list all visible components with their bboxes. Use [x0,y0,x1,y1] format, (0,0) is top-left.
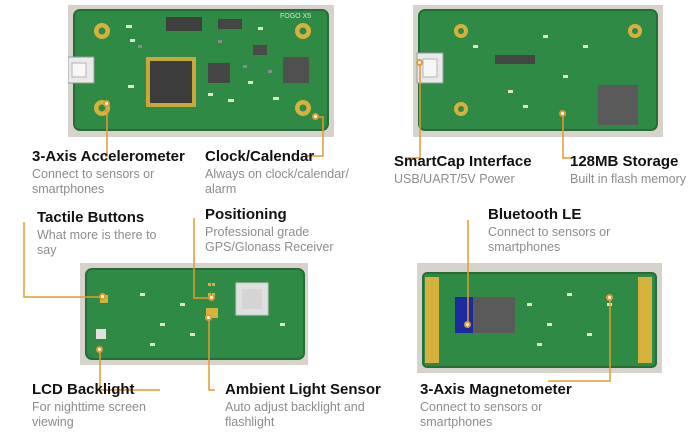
board-marking: FOGO X5 [280,13,312,20]
feature-title-positioning: Positioning [205,206,287,223]
leader-dot [205,314,212,321]
leader-dot [464,321,471,328]
feature-desc-bluetooth: Connect to sensors or smartphones [488,225,611,254]
feature-desc-storage: Built in flash memory [570,172,687,186]
feature-title-magnetometer: 3-Axis Magnetometer [420,381,572,398]
leader-dot [99,293,106,300]
leader-dot [416,59,423,66]
feature-title-ambient: Ambient Light Sensor [225,381,381,398]
feature-title-tactile: Tactile Buttons [37,209,145,226]
board-buttons-image [85,268,305,360]
feature-desc-clock: Always on clock/calendar/ alarm [205,167,349,196]
board-front-image [68,9,329,131]
feature-title-lcd: LCD Backlight [32,381,135,398]
feature-title-accelerometer: 3-Axis Accelerometer [32,148,185,165]
feature-desc-tactile: What more is there to say [37,228,157,257]
feature-desc-ambient: Auto adjust backlight and flashlight [225,400,365,429]
leader-dot [559,110,566,117]
leader-dot [606,294,613,301]
feature-title-smartcap: SmartCap Interface [394,153,532,170]
feature-desc-lcd: For nighttime screen viewing [32,400,146,429]
feature-desc-accelerometer: Connect to sensors or smartphones [32,167,155,196]
feature-desc-positioning: Professional grade GPS/Glonass Receiver [205,225,334,254]
feature-desc-magnetometer: Connect to sensors or smartphones [420,400,543,429]
leader-dot [312,113,319,120]
feature-title-clock: Clock/Calendar [205,148,315,165]
board-back-image [416,9,658,131]
board-ble-image [422,272,657,368]
feature-title-storage: 128MB Storage [570,153,679,170]
feature-desc-smartcap: USB/UART/5V Power [394,172,515,186]
feature-title-bluetooth: Bluetooth LE [488,206,582,223]
leader-dot [96,346,103,353]
leader-dot [208,294,215,301]
leader-dot [103,100,110,107]
